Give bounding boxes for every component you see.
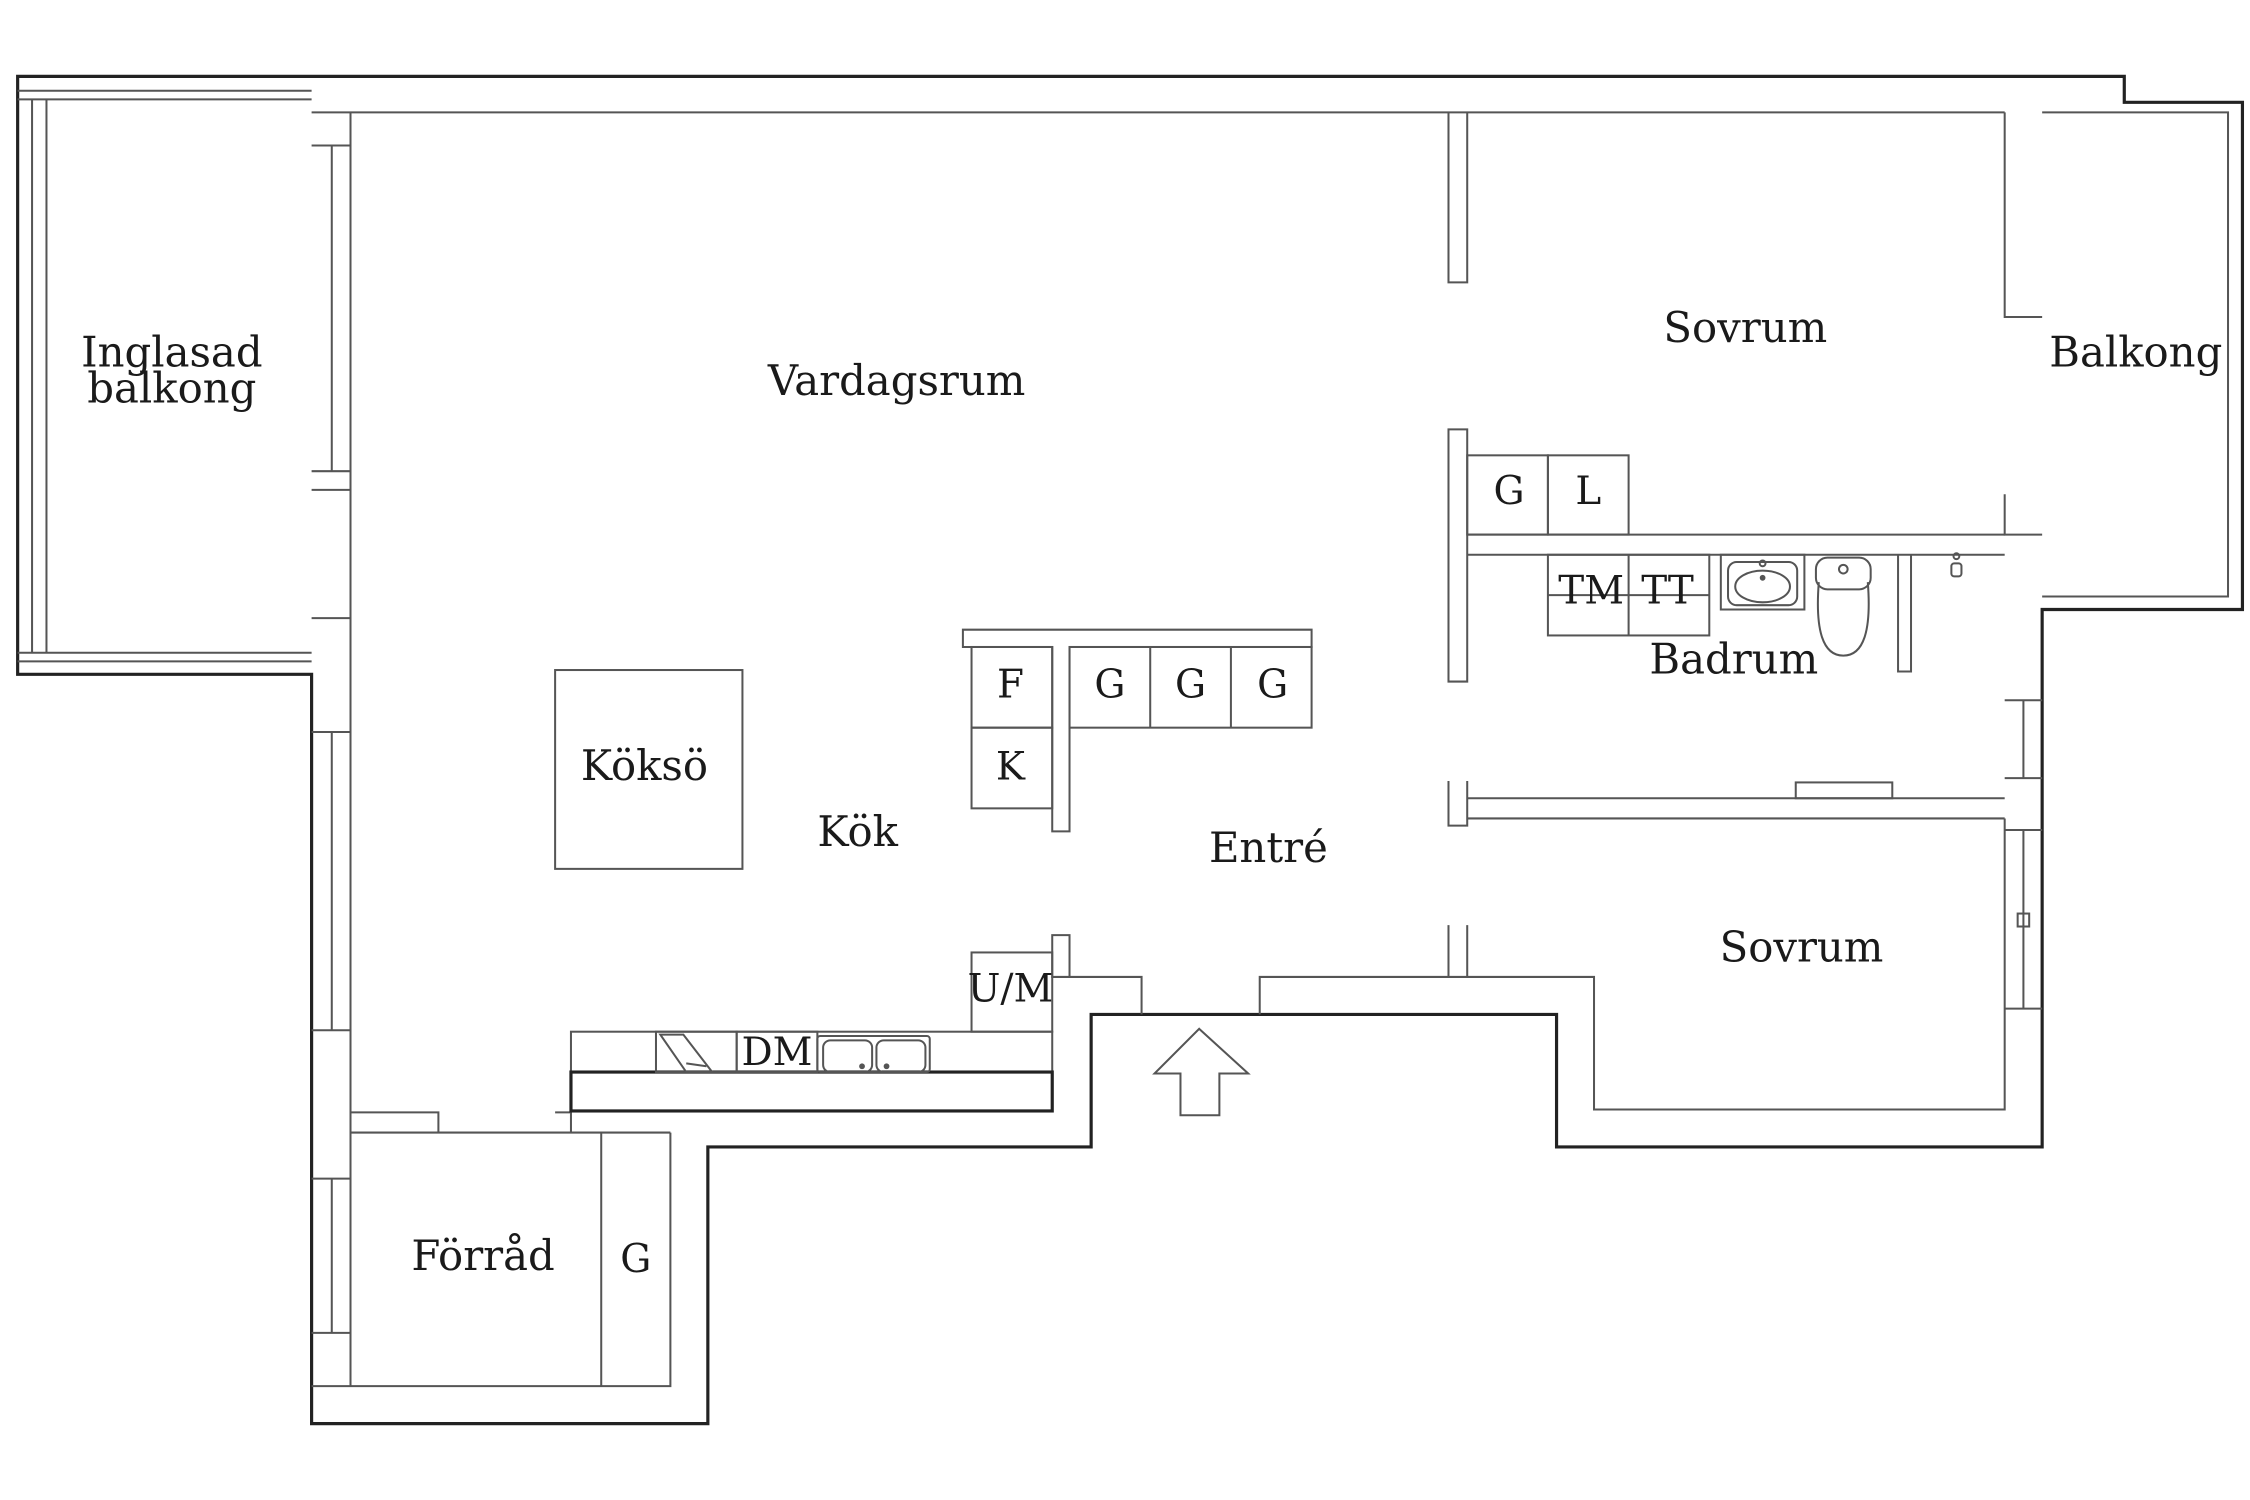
toilet-icon	[1814, 556, 1872, 657]
storage-label: Förråd	[411, 1231, 554, 1280]
kitchen-fixtures	[554, 645, 1313, 1113]
hall-closet-label-2: G	[1175, 662, 1206, 707]
washing-machine-label: TM	[1558, 569, 1624, 614]
storage-closet-label: G	[620, 1237, 651, 1282]
counter-front	[569, 1070, 1054, 1113]
kitchen-island-outline	[554, 669, 744, 870]
freezer-box	[970, 726, 1054, 810]
bathroom-label: Badrum	[1649, 634, 1818, 683]
outer-walls	[16, 74, 2245, 1426]
sink-icon	[816, 1035, 931, 1074]
interior-walls	[350, 112, 2006, 1387]
entrance-arrow-icon	[1152, 1027, 1251, 1117]
glazed-balcony-label-line1: Inglasad	[81, 327, 262, 376]
bedroom-bottom-label: Sovrum	[1720, 923, 1884, 972]
bedroom-closet-label: G	[1493, 469, 1524, 514]
kitchen-label: Kök	[817, 807, 898, 856]
oven-microwave-label: U/M	[968, 966, 1054, 1011]
glazed-balcony	[17, 89, 351, 1334]
washbasin-icon	[1719, 553, 1806, 611]
hall-closet-label-1: G	[1094, 662, 1125, 707]
living-room-label: Vardagsrum	[767, 356, 1025, 405]
freezer-label: K	[996, 744, 1026, 789]
tumble-dryer-label: TT	[1641, 569, 1694, 614]
glazed-balcony-label-line2: balkong	[87, 363, 256, 412]
entrance-label: Entré	[1209, 823, 1328, 872]
radiator	[1794, 781, 1894, 800]
bath-fixtures	[1466, 454, 1963, 800]
right-balcony	[2004, 111, 2230, 1010]
hall-closets	[1068, 645, 1313, 729]
linen-closet-label: L	[1575, 469, 1601, 514]
kitchen-island-label: Köksö	[581, 741, 708, 790]
hall-closet-label-3: G	[1257, 662, 1288, 707]
shower-icon	[1950, 552, 1963, 578]
fridge-label: F	[997, 662, 1024, 707]
balcony-label: Balkong	[2049, 327, 2222, 376]
bedroom-top-label: Sovrum	[1663, 303, 1827, 352]
dishwasher-label: DM	[742, 1030, 813, 1075]
linen-closet-box	[1546, 454, 1630, 536]
